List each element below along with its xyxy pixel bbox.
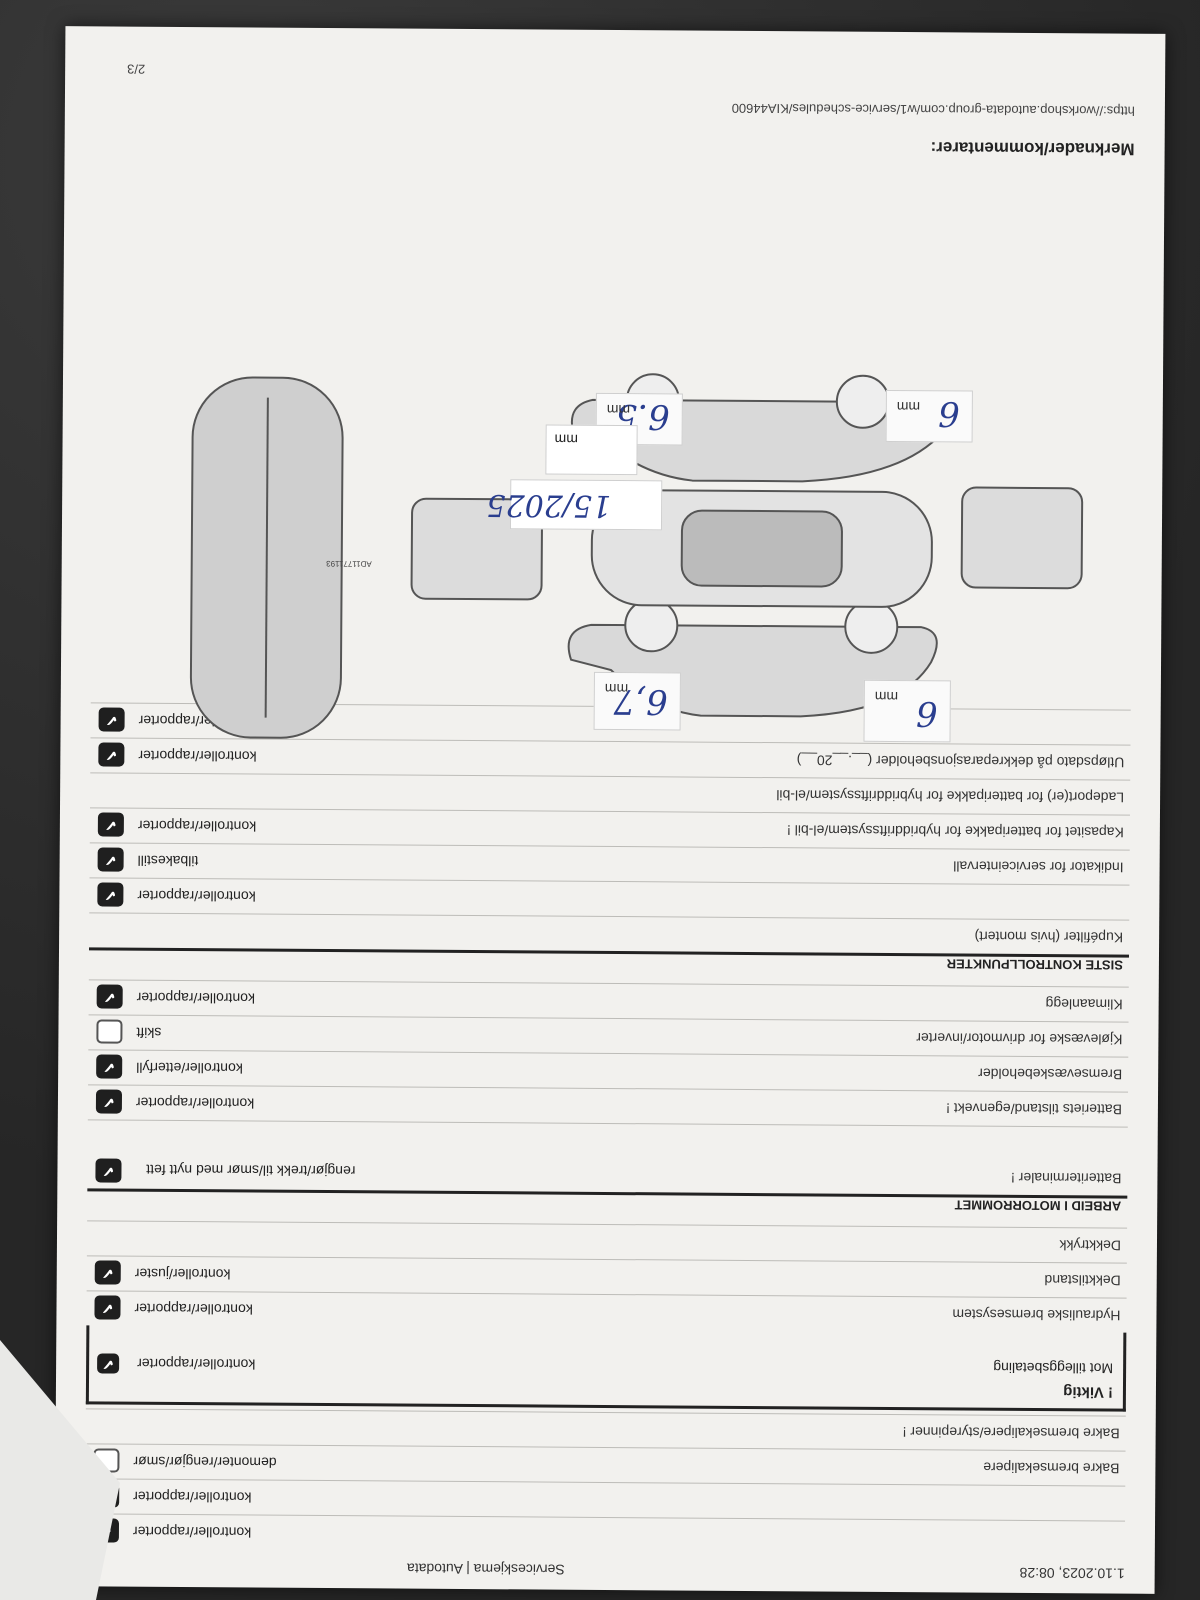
handwritten-date: 15/2025 (486, 487, 612, 523)
mileage-box[interactable]: mm (545, 424, 638, 476)
row-action: kontroller/rapporter (137, 817, 257, 835)
checklist-row: Dekktrykk (86, 1220, 1128, 1263)
checklist-row: Dekktilstand kontroller/juster ✔ (86, 1255, 1127, 1298)
check-icon[interactable]: ✔ (95, 1158, 122, 1183)
checkbox-empty[interactable] (96, 1019, 123, 1044)
unit-label: mm (874, 688, 899, 706)
row-action: kontroller/rapporter (135, 1094, 255, 1112)
checklist-row: Batteriets tilstand/egenvekt ! kontrolle… (87, 1084, 1129, 1127)
row-label: Kapasitet for batteripakke for hybriddri… (786, 822, 1124, 841)
row-label: Bremsevæskebeholder (978, 1065, 1123, 1083)
checklist-row: kontroller/rapporter ✔ (89, 877, 1130, 920)
row-action: kontroller/juster (134, 1265, 231, 1283)
checklist-row: kontroller/rapporter ✔ (84, 1513, 1126, 1556)
row-label: Dekktilstand (1044, 1272, 1121, 1289)
checklist-row: Bremsevæskebeholder kontroller/etterfyll… (88, 1049, 1129, 1092)
car-top-view (590, 489, 933, 608)
row-action: demonter/rengjør/smør (133, 1453, 277, 1471)
row-action: kontroller/rapporter (137, 1355, 256, 1373)
print-datetime: 1.10.2023, 08:28 (1019, 1564, 1125, 1582)
checklist-row: Ladeport(er) for batteripakke for hybrid… (90, 772, 1131, 815)
page-number: 2/3 (127, 61, 146, 77)
checklist-row: Klimaanlegg kontroller/rapporter ✔ (88, 979, 1129, 1022)
diagram-id: AD11771193 (326, 559, 372, 569)
row-action: kontroller/rapporter (136, 989, 256, 1007)
checklist-row: Kjølevæske for drivmotor/inverter skift (88, 1014, 1129, 1057)
row-action: kontroller/rapporter (137, 887, 256, 905)
row-label: Klimaanlegg (1045, 996, 1123, 1013)
check-icon[interactable]: ✔ (97, 847, 124, 872)
row-label: Batteriterminaler ! (1010, 1169, 1122, 1187)
document-title: Serviceskjema | Autodata (406, 1560, 565, 1578)
important-title: ! Viktig (1063, 1383, 1114, 1401)
unit-label: mm (606, 401, 631, 419)
row-action: kontroller/etterfyll (136, 1059, 243, 1077)
row-action: kontroller/rapporter (134, 1300, 253, 1318)
unit-label: mm (896, 398, 921, 416)
row-label: Indikator for serviceintervall (953, 858, 1124, 876)
checklist-row: Kapasitet for batteripakke for hybriddri… (89, 807, 1130, 850)
row-label: Dekktrykk (1059, 1237, 1122, 1254)
checklist-row: Kupéfilter (hvis montert) (89, 912, 1130, 955)
check-icon[interactable]: ✔ (94, 1295, 121, 1320)
car-front-view (410, 497, 544, 601)
check-icon[interactable]: ✔ (96, 984, 123, 1009)
row-label: Kjølevæske for drivmotor/inverter (916, 1030, 1123, 1048)
vehicle-diagram: 6 mm 6,7 mm 6 mm 6.5 mm 15/2025 mm AD117… (90, 366, 1133, 753)
important-text: Mot tilleggsbetaling (993, 1359, 1114, 1377)
tyre-depth-front-right[interactable]: 6,7 mm (593, 671, 681, 731)
row-action: kontroller/rapporter (133, 1488, 252, 1506)
row-label: Bakre bremsekalipere/styrepinner ! (902, 1424, 1120, 1442)
row-label: Kupéfilter (hvis montert) (974, 928, 1124, 946)
checklist-row: Indikator for serviceintervall tilbakest… (89, 842, 1130, 885)
sheet-header: 1.10.2023, 08:28 Serviceskjema | Autodat… (85, 1550, 1125, 1582)
check-icon[interactable]: ✔ (95, 1089, 123, 1114)
row-label: Hydrauliske bremsesystem (952, 1306, 1121, 1324)
unit-label: mm (554, 431, 578, 448)
row-label: Batteriets tilstand/egenvekt ! (945, 1100, 1122, 1118)
check-icon[interactable]: ✔ (97, 1353, 120, 1374)
service-sheet: 1.10.2023, 08:28 Serviceskjema | Autodat… (54, 26, 1166, 1594)
handwritten-value: 6 (915, 693, 938, 734)
row-action: skift (136, 1024, 162, 1041)
row-action: tilbakestill (137, 852, 199, 870)
flipped-content: 1.10.2023, 08:28 Serviceskjema | Autodat… (55, 26, 1166, 1594)
remarks-heading: Merknader/kommentarer: (930, 138, 1135, 159)
checklist-row: Batteriterminaler ! rengjør/trekk til/sm… (87, 1119, 1128, 1196)
check-icon[interactable]: ✔ (94, 1260, 121, 1285)
car-underside-view (189, 376, 344, 739)
checklist-row: Bakre bremsekalipere demonter/rengjør/sm… (85, 1443, 1126, 1486)
tyre-depth-front-left[interactable]: 6 mm (863, 679, 951, 743)
row-label: Bakre bremsekalipere (983, 1459, 1120, 1477)
check-icon[interactable]: ✔ (96, 1054, 123, 1079)
checklist-row: Hydrauliske bremsesystem kontroller/rapp… (86, 1290, 1127, 1333)
next-service-date[interactable]: 15/2025 (486, 479, 663, 531)
check-icon[interactable]: ✔ (97, 812, 124, 837)
source-url: https://workshop.autodata-group.com/w1/s… (731, 100, 1135, 119)
checklist-row: Bakre bremsekalipere/styrepinner ! (85, 1408, 1126, 1451)
handwritten-value: 6 (937, 393, 960, 434)
tyre-depth-rear-left[interactable]: 6 mm (885, 389, 973, 443)
important-box: ! Viktig Mot tilleggsbetaling kontroller… (85, 1325, 1127, 1412)
row-label: Utløpsdato på dekkreparasjonsbeholder (_… (796, 752, 1125, 771)
row-action: rengjør/trekk til/smør med nytt fett (146, 1161, 356, 1180)
row-label: Ladeport(er) for batteripakke for hybrid… (776, 787, 1125, 806)
car-rear-view (960, 486, 1084, 590)
unit-label: mm (604, 680, 629, 698)
checklist: kontroller/rapporter ✔ kontroller/rappor… (84, 702, 1131, 1556)
check-icon[interactable]: ✔ (97, 882, 124, 907)
row-action: kontroller/rapporter (132, 1523, 252, 1541)
row-action: kontroller/rapporter (138, 747, 257, 765)
checklist-row: kontroller/rapporter ✔ (85, 1478, 1126, 1521)
